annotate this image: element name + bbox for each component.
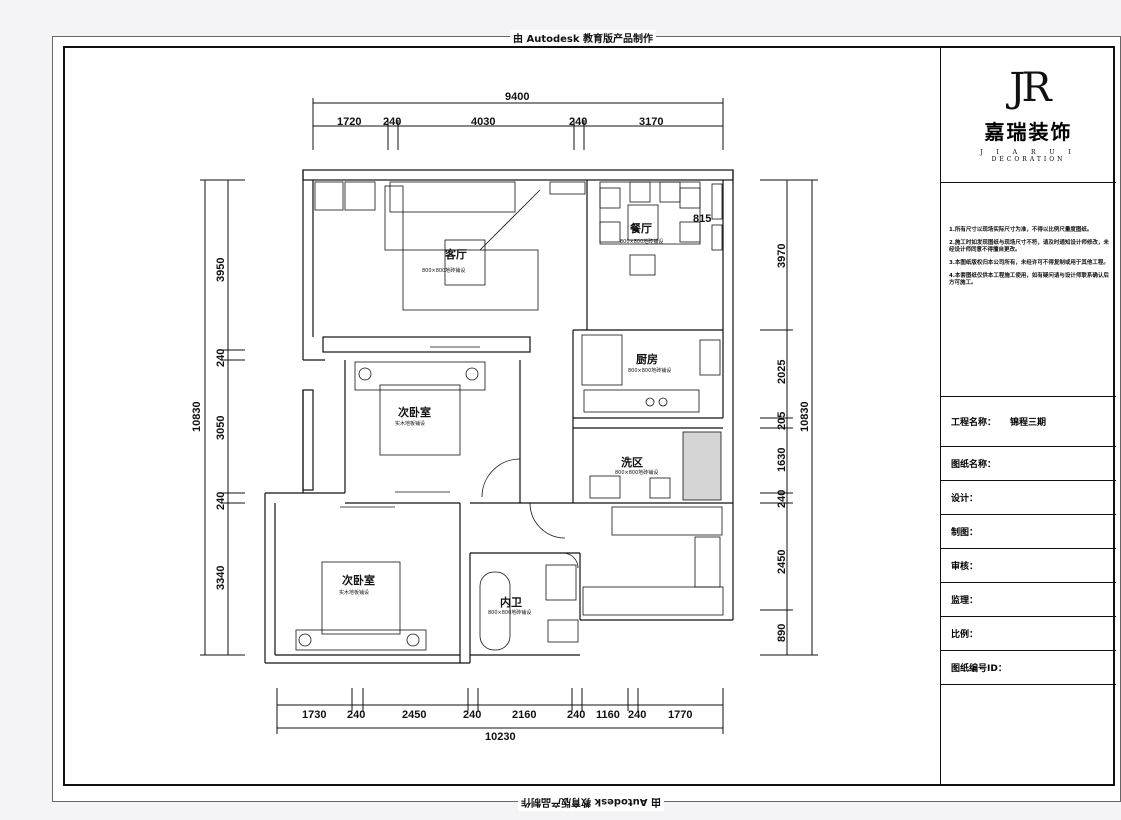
dim-top-4: 240 [569, 116, 587, 128]
dim-right-1: 3970 [776, 244, 788, 268]
brand-name-en-1: J I A R U I [980, 148, 1077, 156]
dim-left-5: 3340 [215, 566, 227, 590]
title-block: JR 嘉瑞装饰 J I A R U I DECORATION 1.所有尺寸以现场… [940, 48, 1116, 784]
dim-right-2: 2025 [776, 360, 788, 384]
dim-top-5: 3170 [639, 116, 663, 128]
note-4: 4.本套图纸仅供本工程施工使用，如有疑问请与设计师联系确认后方可施工。 [949, 273, 1109, 286]
room-bedroom-2: 次卧室 [342, 573, 375, 587]
dim-bottom-4: 240 [463, 709, 481, 721]
floor-living: 800×800地砖铺设 [422, 267, 465, 274]
dim-top-total: 9400 [505, 91, 529, 103]
review-label: 审核： [951, 562, 979, 572]
drawing-frame [63, 46, 1115, 786]
watermark-top: 由 Autodesk 教育版产品制作 [510, 30, 657, 45]
floor-bath: 800×800地砖铺设 [488, 609, 531, 616]
note-3: 3.本图纸版权归本公司所有，未经许可不得复制或用于其他工程。 [949, 260, 1109, 266]
drawing-name-label: 图纸名称： [951, 460, 997, 470]
scale-label: 比例： [951, 630, 979, 640]
dim-bottom-8: 240 [628, 709, 646, 721]
dim-right-total: 10830 [799, 401, 811, 432]
dim-bottom-2: 240 [347, 709, 365, 721]
dim-right-6: 2450 [776, 550, 788, 574]
brand-name-en-2: DECORATION [991, 155, 1066, 163]
note-2: 2.施工时如发现图纸与现场尺寸不符，请及时通知设计师修改，未经设计师同意不得擅自… [949, 240, 1109, 253]
floor-bedroom-1: 实木地板铺设 [395, 420, 425, 427]
brand-mark: JR [1009, 64, 1051, 111]
scale-row: 比例： [941, 617, 1116, 651]
dim-bottom-total: 10230 [485, 731, 516, 743]
dim-left-total: 10830 [191, 401, 203, 432]
drawing-number-row: 图纸编号ID： [941, 651, 1116, 685]
room-bath: 内卫 [500, 595, 522, 609]
floor-washroom: 800×800地砖铺设 [615, 469, 658, 476]
drawing-number-label: 图纸编号ID： [951, 664, 1007, 674]
review-row: 审核： [941, 549, 1116, 583]
dim-left-1: 3950 [215, 258, 227, 282]
note-1: 1.所有尺寸以现场实际尺寸为准，不得以比例尺量度图纸。 [949, 227, 1093, 233]
dim-bottom-5: 2160 [512, 709, 536, 721]
supervise-row: 监理： [941, 583, 1116, 617]
project-row: 工程名称： 锦程三期 [941, 397, 1116, 447]
room-dining: 餐厅 [629, 221, 652, 235]
project-value: 锦程三期 [1010, 418, 1047, 428]
design-label: 设计： [951, 494, 979, 504]
room-kitchen: 厨房 [636, 352, 658, 366]
dim-bottom-7: 1160 [596, 709, 620, 721]
brand-logo: JR 嘉瑞装饰 J I A R U I DECORATION [941, 48, 1116, 183]
dim-left-3: 3050 [215, 416, 227, 440]
dim-bottom-6: 240 [567, 709, 585, 721]
drawing-name-row: 图纸名称： [941, 447, 1116, 481]
dim-bottom-3: 2450 [402, 709, 426, 721]
room-living: 客厅 [444, 247, 467, 261]
design-notes: 1.所有尺寸以现场实际尺寸为准，不得以比例尺量度图纸。 2.施工时如发现图纸与现… [941, 183, 1116, 397]
brand-name: 嘉瑞装饰 [984, 119, 1073, 144]
dim-right-7: 890 [776, 624, 788, 642]
dim-bottom-1: 1730 [302, 709, 326, 721]
draft-row: 制图： [941, 515, 1116, 549]
project-label: 工程名称： [951, 418, 997, 428]
dining-size: 815 [693, 213, 711, 225]
draft-label: 制图： [951, 528, 979, 538]
dim-top-1: 1720 [337, 116, 361, 128]
floor-bedroom-2: 实木地板铺设 [339, 589, 369, 596]
design-row: 设计： [941, 481, 1116, 515]
dim-left-4: 240 [215, 492, 227, 510]
supervise-label: 监理： [951, 596, 979, 606]
floor-dining: 800×800地砖铺设 [620, 238, 663, 245]
room-bedroom-1: 次卧室 [398, 405, 431, 419]
dim-right-3: 205 [776, 412, 788, 430]
dim-right-4: 1630 [776, 448, 788, 472]
floor-kitchen: 800×800地砖铺设 [628, 367, 671, 374]
dim-left-2: 240 [215, 349, 227, 367]
dim-bottom-9: 1770 [668, 709, 692, 721]
dim-top-2: 240 [383, 116, 401, 128]
dim-top-3: 4030 [471, 116, 495, 128]
dim-right-5: 240 [776, 490, 788, 508]
room-washroom: 洗区 [621, 455, 643, 469]
